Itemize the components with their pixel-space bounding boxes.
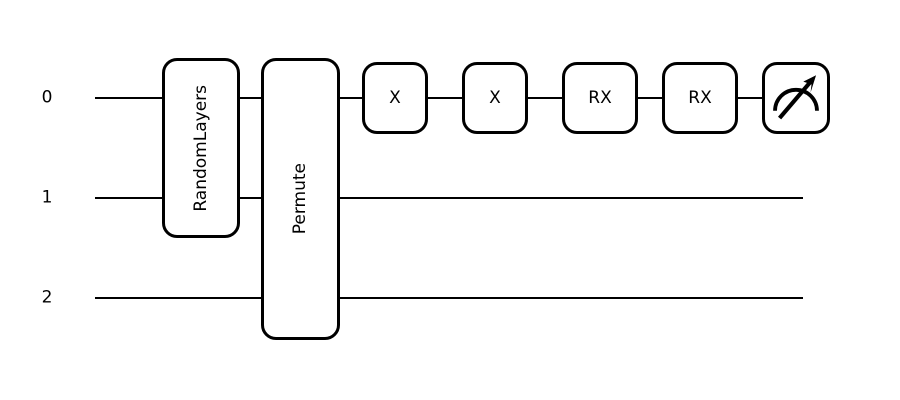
wire-segment-0-x1-x2 — [428, 97, 462, 99]
gate-measurement[interactable] — [762, 62, 830, 134]
wire-label-1: 1 — [41, 187, 53, 208]
wire-segment-2-output — [340, 297, 803, 299]
gate-rx-2[interactable]: RX — [662, 62, 738, 134]
wire-segment-0-permute-x1 — [340, 97, 362, 99]
gate-rx-2-label: RX — [688, 87, 712, 108]
wire-segment-1-input — [95, 197, 162, 199]
wire-segment-1-output — [340, 197, 803, 199]
gate-randomlayers-label: RandomLayers — [190, 84, 211, 212]
wire-segment-1-randomlayers-permute — [240, 197, 261, 199]
gate-rx-1[interactable]: RX — [562, 62, 638, 134]
wire-segment-2-input — [95, 297, 261, 299]
measurement-meter-icon — [773, 75, 819, 120]
gate-permute[interactable]: Permute — [261, 58, 340, 340]
gate-permute-label: Permute — [290, 163, 310, 235]
wire-segment-0-randomlayers-permute — [240, 97, 261, 99]
wire-label-0: 0 — [41, 87, 53, 108]
wire-segment-0-rx2-measure — [738, 97, 762, 99]
gate-pauli-x-2[interactable]: X — [462, 62, 528, 134]
gate-randomlayers[interactable]: RandomLayers — [162, 58, 240, 238]
wire-segment-0-rx1-rx2 — [638, 97, 662, 99]
gate-pauli-x-1[interactable]: X — [362, 62, 428, 134]
gate-rx-1-label: RX — [588, 87, 612, 108]
wire-segment-0-x2-rx1 — [528, 97, 562, 99]
gate-pauli-x-1-label: X — [389, 87, 401, 108]
gate-pauli-x-2-label: X — [489, 87, 501, 108]
wire-label-2: 2 — [41, 287, 53, 308]
wire-segment-0-input — [95, 97, 162, 99]
